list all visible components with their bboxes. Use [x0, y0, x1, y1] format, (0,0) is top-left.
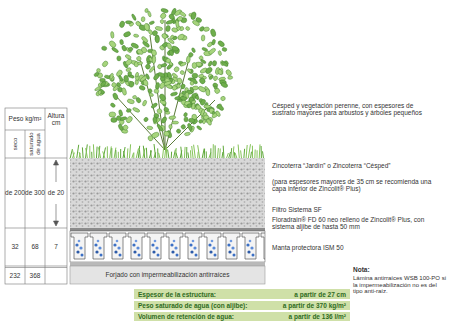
table-cell: 368: [25, 268, 45, 284]
table-cell: de 300: [25, 158, 45, 228]
table-cell: 232: [5, 268, 25, 284]
plant: [93, 8, 233, 150]
layer-label: Césped y vegetación perenne, con espesor…: [272, 102, 437, 117]
slab: [70, 266, 265, 284]
slab-label: Forjado con impermeabilización antirraíc…: [72, 267, 263, 283]
table-cell: 32: [5, 228, 25, 266]
row-value: a partir de 27 cm: [294, 291, 346, 298]
table-cell: seco: [5, 130, 25, 158]
layer-label: Lámina antirraíces WSB 100-PO si la impe…: [353, 275, 448, 295]
table-cell: Altura cm: [45, 108, 67, 130]
layer-label: Filtro Sistema SF: [272, 206, 437, 213]
drainage-layer: [70, 231, 265, 262]
table-cell: 68: [25, 228, 45, 266]
grass: [70, 144, 264, 159]
row-label: Espesor de la estructura:: [138, 291, 216, 298]
table-cell: de 20: [45, 184, 67, 202]
table-grid: [5, 108, 67, 284]
layer-label: Nota:: [353, 266, 448, 273]
row-value: a partir de 136 l/m²: [289, 313, 346, 320]
row-label: Volumen de retención de agua:: [138, 313, 234, 320]
row-value: a partir de 370 kg/m²: [283, 302, 346, 309]
row-label: Peso saturado de agua (con aljibe):: [138, 302, 247, 309]
table-cell: Peso kg/m²: [5, 108, 45, 130]
layer-label: (para espesores mayores de 35 cm se reco…: [272, 178, 437, 193]
protection-mat: [70, 262, 265, 266]
filter-layer: [70, 228, 265, 231]
data-table-row: Peso saturado de agua (con aljibe): a par…: [134, 300, 350, 310]
table-cell: saturado de agua: [25, 130, 45, 158]
table-cell: de 200: [5, 158, 25, 228]
layer-label: Floradrain® FD 60 neo relleno de Zincoli…: [272, 216, 437, 231]
substrate-layer: [70, 158, 265, 228]
data-table-row: Espesor de la estructura: a partir de 27 …: [134, 289, 350, 299]
table-cell: 7: [45, 228, 67, 266]
data-table-row: Volumen de retención de agua: a partir de…: [134, 311, 350, 321]
layer-label: Zincoterra “Jardín” o Zincoterra “Césped…: [272, 162, 437, 169]
layer-label: Manta protectora ISM 50: [272, 244, 437, 251]
